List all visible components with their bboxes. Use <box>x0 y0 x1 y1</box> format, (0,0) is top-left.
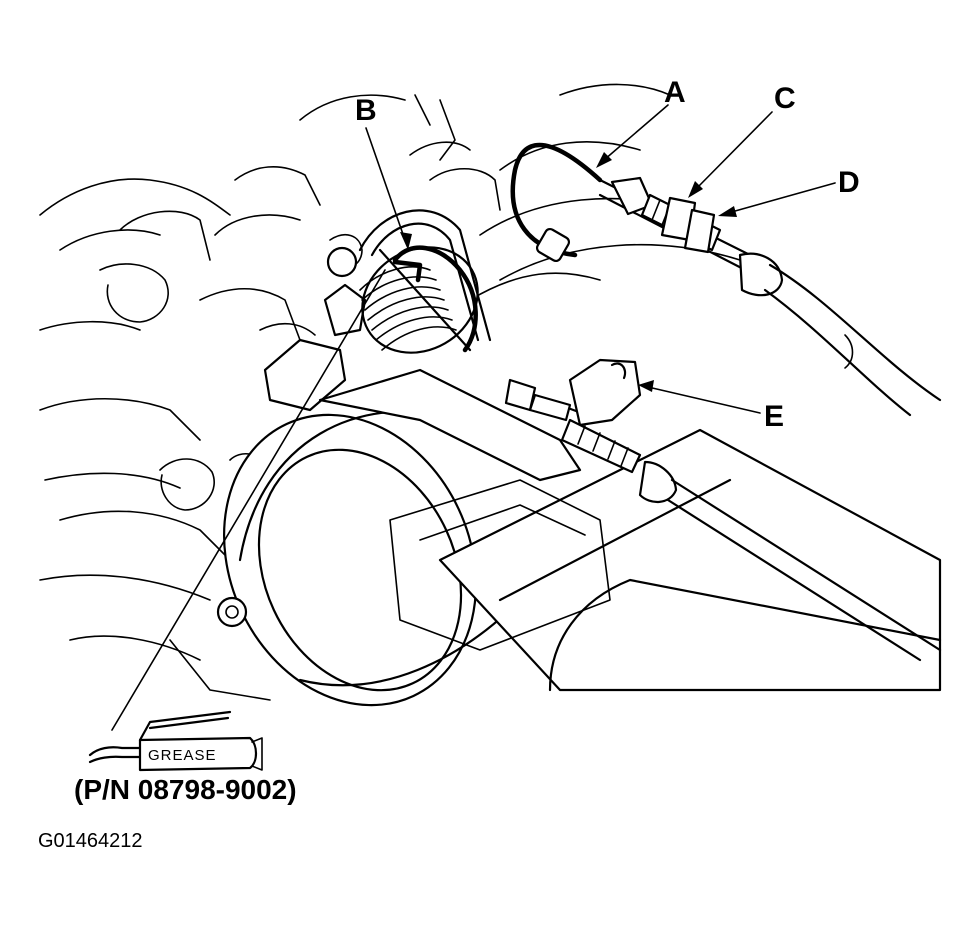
arrow-d-icon <box>718 206 737 217</box>
throttle-body <box>216 410 942 707</box>
grease-tube-label: GREASE <box>148 747 217 764</box>
figure-id: G01464212 <box>38 830 143 852</box>
callout-label-a: A <box>664 76 686 109</box>
part-number: (P/N 08798-9002) <box>74 774 297 805</box>
arrow-b-icon <box>400 232 412 250</box>
arrow-a-icon <box>596 152 612 168</box>
throttle-cable-lower <box>504 358 942 662</box>
callout-label-c: C <box>774 82 796 115</box>
arrow-c-icon <box>688 181 703 198</box>
throttle-cable-upper <box>510 142 942 417</box>
grease-tube-icon: GREASE <box>88 710 263 772</box>
throttle-drum-spring <box>263 209 582 482</box>
callout-leaders <box>111 104 836 731</box>
callout-label-d: D <box>838 166 860 199</box>
callout-label-e: E <box>764 400 784 433</box>
arrow-e-icon <box>638 380 654 392</box>
callout-label-b: B <box>355 94 377 127</box>
